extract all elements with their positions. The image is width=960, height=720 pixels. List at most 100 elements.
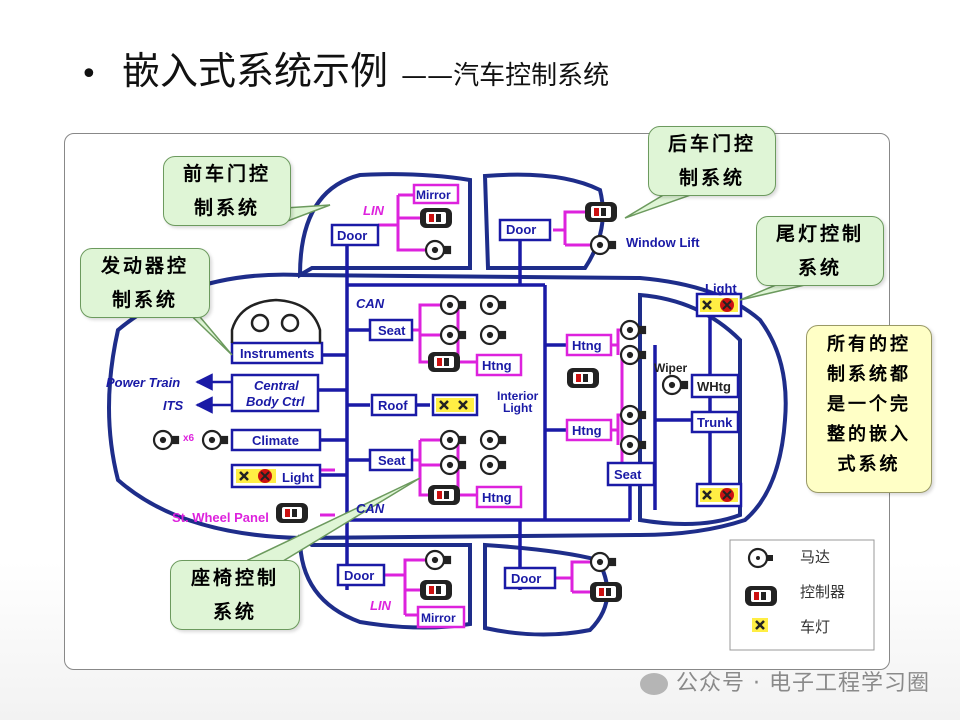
motor-icon: [589, 551, 617, 573]
legend-motor-label: 马达: [800, 548, 830, 566]
label-light-rr: Light: [705, 281, 737, 296]
controller-icon: [585, 202, 617, 222]
label-central-1: Central: [254, 378, 299, 393]
label-whtg: WHtg: [697, 379, 731, 394]
controller-icon: [428, 485, 460, 505]
callout-front-door: 前车门控制系统: [163, 156, 291, 226]
controller-icon: [590, 582, 622, 602]
climate-box: [230, 428, 322, 452]
roof-box: [370, 393, 418, 417]
watermark-text: 公众号 · 电子工程学习圈: [676, 671, 930, 696]
label-htng-rear: Htng: [482, 490, 512, 505]
door-fr-box: [336, 563, 386, 587]
label-roof: Roof: [378, 398, 408, 413]
motor-icon: [152, 429, 180, 451]
motor-icon: [619, 319, 647, 341]
motor-icon: [439, 294, 467, 316]
title-subtitle: ——汽车控制系统: [401, 61, 609, 91]
lamp-icon: [458, 400, 468, 410]
lamp-icon: [702, 300, 712, 310]
diagram-labels: Mirror LIN Door Door Window Lift Light C…: [106, 188, 737, 625]
legend-motor-icon: [747, 547, 773, 569]
slide-title: •嵌入式系统示例 ——汽车控制系统: [80, 40, 609, 95]
output-arrows: [195, 373, 232, 414]
label-instruments: Instruments: [240, 346, 314, 361]
motors: [152, 234, 689, 573]
label-x6: x6: [183, 433, 195, 444]
seat-front-box: [368, 318, 414, 342]
label-mirror-bottom: Mirror: [421, 611, 456, 625]
wechat-icon: [640, 673, 669, 695]
label-door-rl: Door: [506, 222, 536, 237]
mirror-top-box: [412, 183, 460, 205]
label-seat-front: Seat: [378, 323, 406, 338]
legend: 马达 控制器 车灯: [729, 539, 875, 651]
motor-icon: [479, 294, 507, 316]
legend-lamp-label: 车灯: [800, 618, 830, 636]
title-dash: ——: [401, 61, 454, 91]
legend-controller-icon: [745, 586, 777, 606]
label-door-fr: Door: [344, 568, 374, 583]
callout-engine-text: 发动器控制系统: [100, 255, 189, 311]
motor-icon: [424, 239, 452, 261]
door-rl-box: [498, 218, 552, 242]
label-central-2: Body Ctrl: [246, 394, 305, 409]
lamp-icon: [702, 490, 712, 500]
motor-icon: [479, 429, 507, 451]
label-wiper: Wiper: [654, 361, 688, 375]
label-htng-front: Htng: [482, 358, 512, 373]
label-light-front: Light: [282, 470, 314, 485]
lamp-red-icon: [258, 469, 272, 483]
legend-lamp-icon: [752, 618, 768, 632]
callout-seat: 座椅控制系统: [170, 560, 300, 630]
label-htng-r2: Htng: [572, 423, 602, 438]
whtg-box: [690, 373, 740, 399]
label-lin-top: LIN: [363, 203, 385, 218]
label-can-top: CAN: [356, 296, 385, 311]
label-seat-r: Seat: [614, 467, 642, 482]
controller-icon: [567, 368, 599, 388]
seat-rear-box: [368, 448, 414, 472]
lamp-red-icon: [720, 488, 734, 502]
motor-icon: [424, 549, 452, 571]
callout-tail-light: 尾灯控制系统: [756, 216, 884, 286]
watermark: 公众号 · 电子工程学习圈: [640, 665, 930, 697]
label-climate: Climate: [252, 433, 299, 448]
label-trunk: Trunk: [697, 415, 733, 430]
controller-icon: [420, 580, 452, 600]
label-window-lift: Window Lift: [626, 235, 700, 250]
controller-icon: [420, 208, 452, 228]
label-htng-r1: Htng: [572, 338, 602, 353]
callout-rear-door: 后车门控制系统: [648, 126, 776, 196]
label-seat-rear: Seat: [378, 453, 406, 468]
motor-icon: [439, 454, 467, 476]
lamp-icon: [239, 471, 249, 481]
callout-note-text: 所有的控制系统都是一个完整的嵌入式系统: [827, 334, 911, 475]
label-wheel-panel: St. Wheel Panel: [172, 510, 269, 525]
htng-front-box: [475, 353, 523, 377]
label-interior-2: Light: [503, 401, 532, 415]
motor-icon: [479, 324, 507, 346]
instruments-box: [230, 341, 324, 365]
callout-tail-light-text: 尾灯控制系统: [775, 223, 864, 279]
central-body-box: [230, 373, 320, 413]
label-power-train: Power Train: [106, 375, 180, 390]
door-rr-box: [503, 566, 557, 590]
car-outline: [107, 172, 788, 637]
callout-front-door-text: 前车门控制系统: [182, 163, 271, 219]
trunk-box: [690, 410, 740, 434]
gauge-icon: [230, 298, 322, 343]
callout-engine: 发动器控制系统: [80, 248, 210, 318]
seat-r-box: [606, 461, 656, 487]
motor-icon: [619, 344, 647, 366]
mirror-bottom-box: [416, 605, 466, 629]
label-lin-bottom: LIN: [370, 598, 392, 613]
label-door-fl: Door: [337, 228, 367, 243]
htng-r1-box: [565, 333, 613, 357]
motor-icon: [619, 404, 647, 426]
motor-icon: [661, 374, 689, 396]
label-door-rr: Door: [511, 571, 541, 586]
title-sub-text: 汽车控制系统: [453, 61, 610, 91]
motor-icon: [201, 429, 229, 451]
